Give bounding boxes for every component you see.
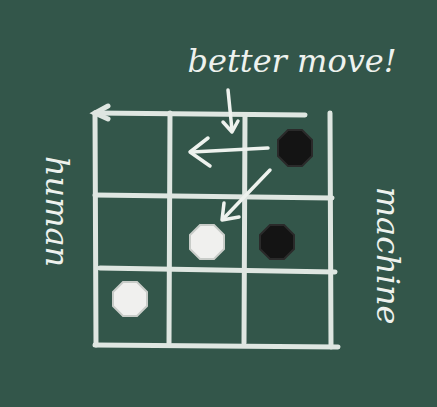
arrowhead [190, 138, 210, 166]
arrowhead [223, 121, 238, 132]
white-piece [113, 282, 147, 316]
grid-line [95, 345, 338, 347]
grid-line [100, 268, 335, 272]
grid-mark [95, 106, 108, 119]
pointer-arrow [228, 90, 232, 130]
grid-line [330, 113, 331, 347]
player-label: machine [370, 187, 405, 325]
arrowhead [222, 203, 239, 220]
white-piece [190, 225, 224, 259]
grid-line [95, 113, 96, 345]
move-arrow [192, 148, 268, 152]
callout-note: better move! [187, 44, 396, 79]
black-piece [260, 225, 294, 259]
black-piece [278, 130, 312, 166]
grid-line [95, 113, 305, 115]
game-grid [95, 106, 338, 347]
game-pieces [113, 130, 312, 316]
grid-line [169, 113, 170, 343]
grid-line [95, 195, 332, 198]
move-arrow [224, 170, 270, 218]
player-label: human [39, 156, 74, 267]
chalk-arrows [190, 90, 270, 220]
